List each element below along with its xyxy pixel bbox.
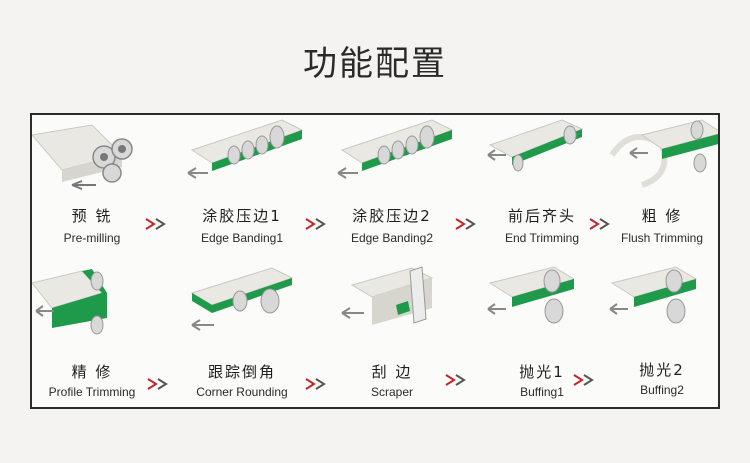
step-edge-banding-1: 涂胶压边1 Edge Banding1 [182,115,304,255]
buffing-diagram [487,266,576,324]
next-step-arrow-icon [305,218,326,230]
edge-banding-diagram [337,119,454,179]
step-buffing-2: 抛光2 Buffing2 [602,263,718,403]
step-cn-label: 精 修 [71,363,113,381]
step-cn-label: 预 铣 [71,207,113,225]
step-cn-label: 刮 边 [371,363,413,381]
step-cn-label: 抛光1 [519,363,565,381]
step-en-label: Scraper [370,385,414,399]
step-scraper: 刮 边 Scraper [332,263,452,403]
pre-milling-diagram [32,124,133,190]
step-en-label: Buffing1 [520,385,564,399]
end-trimming-diagram [487,119,584,172]
next-step-arrow-icon [455,218,476,230]
profile-trimming-diagram [32,269,107,335]
step-pre-milling: 预 铣 Pre-milling [32,115,152,255]
step-en-label: End Trimming [504,231,580,245]
flush-trimming-diagram [609,119,718,188]
next-step-arrow-icon [305,378,326,390]
next-step-arrow-icon [145,218,166,230]
step-en-label: Profile Trimming [48,385,136,399]
next-step-arrow-icon [589,218,610,230]
edge-banding-diagram [187,119,304,179]
buffing-diagram [609,266,698,324]
step-en-label: Pre-milling [63,231,121,245]
step-flush-trimming: 粗 修 Flush Trimming [602,115,718,255]
next-step-arrow-icon [445,374,466,386]
step-buffing-1: 抛光1 Buffing1 [482,263,602,403]
step-cn-label: 涂胶压边2 [352,207,432,225]
step-en-label: Buffing2 [640,383,684,397]
step-end-trimming: 前后齐头 End Trimming [482,115,602,255]
step-en-label: Flush Trimming [620,231,703,245]
step-cn-label: 跟踪倒角 [207,363,276,381]
step-profile-trimming: 精 修 Profile Trimming [32,263,152,403]
step-cn-label: 粗 修 [641,207,683,225]
step-en-label: Edge Banding1 [200,231,284,245]
next-step-arrow-icon [147,378,168,390]
step-cn-label: 前后齐头 [507,207,576,225]
corner-rounding-diagram [190,267,294,331]
step-corner-rounding: 跟踪倒角 Corner Rounding [182,263,302,403]
page-title: 功能配置 [303,44,447,84]
next-step-arrow-icon [573,374,594,386]
step-edge-banding-2: 涂胶压边2 Edge Banding2 [332,115,454,255]
step-en-label: Corner Rounding [196,385,288,399]
step-cn-label: 涂胶压边1 [202,207,282,225]
scraper-diagram [341,266,434,325]
step-cn-label: 抛光2 [639,361,685,379]
process-panel: 预 铣 Pre-milling 涂胶压边1 Edge Banding1 涂胶压边… [30,113,720,409]
step-en-label: Edge Banding2 [350,231,434,245]
